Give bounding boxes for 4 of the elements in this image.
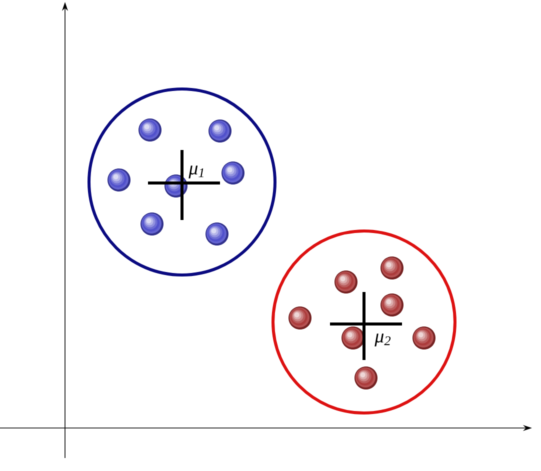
- cluster-circle: [88, 88, 276, 276]
- cluster-circle: [272, 230, 456, 414]
- centroid-label: μ$_{2}$: [374, 334, 391, 346]
- centroid-label: μ$_{1}$: [188, 166, 204, 178]
